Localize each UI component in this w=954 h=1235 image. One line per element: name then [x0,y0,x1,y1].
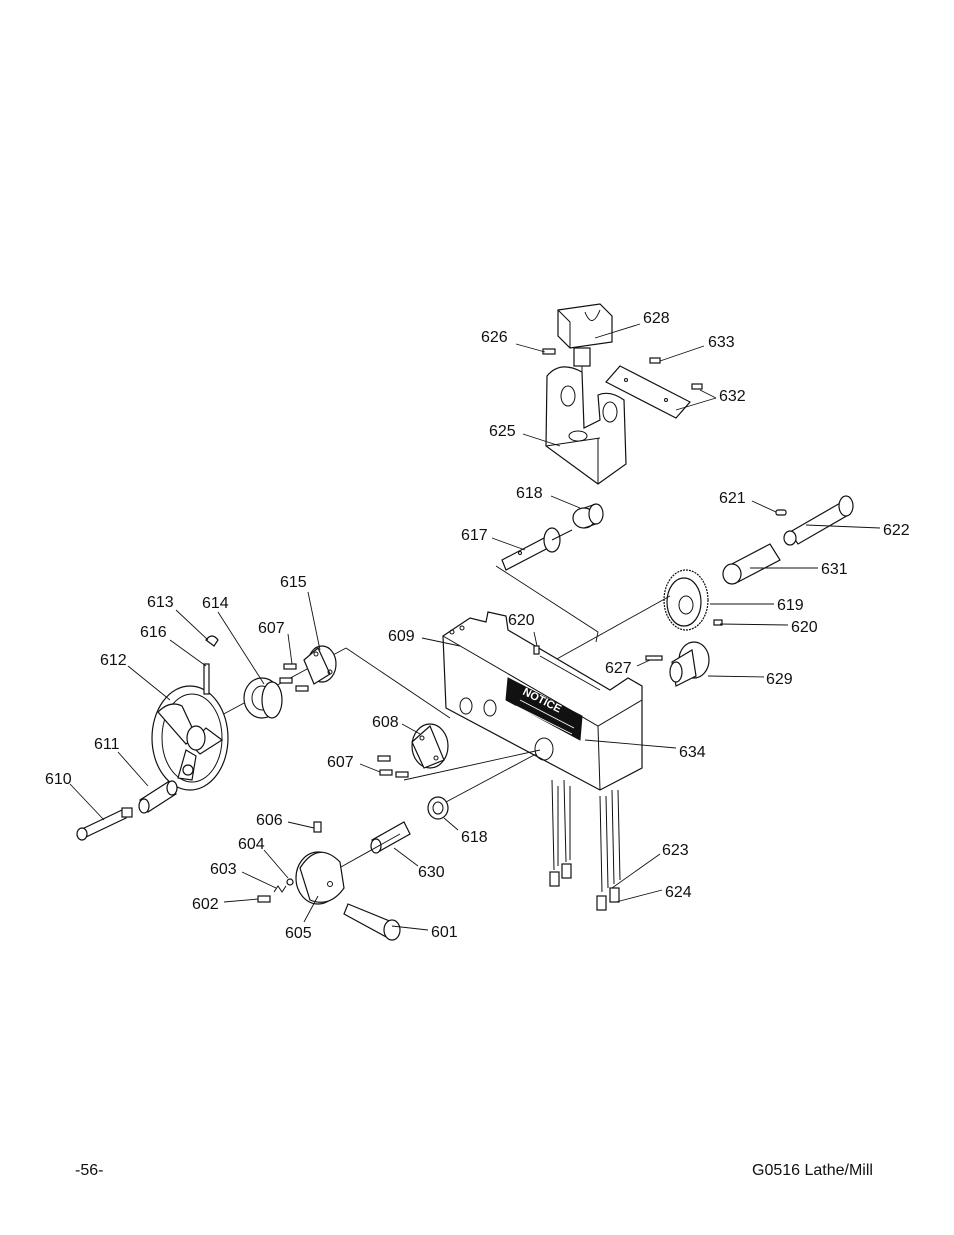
part-618-bushing-top [572,503,604,529]
callout-613: 613 [147,594,174,611]
callout-607-lower: 607 [327,754,354,771]
part-630-shaft [370,821,411,854]
callout-610: 610 [45,771,72,788]
callout-618-lower: 618 [461,829,488,846]
part-619-gear [663,569,709,631]
part-620-setscrew-right [713,619,723,626]
part-607-screws-upper [279,663,309,692]
manual-title: G0516 Lathe/Mill [752,1162,873,1179]
callout-616: 616 [140,624,167,641]
callout-621: 621 [719,490,746,507]
part-623-bolts [549,779,572,887]
callout-632: 632 [719,388,746,405]
part-613-key [205,635,219,647]
part-605-hub [295,851,345,905]
callout-623: 623 [662,842,689,859]
callout-608: 608 [372,714,399,731]
part-612-handwheel [151,685,229,791]
part-610-handle-bolt [76,807,133,841]
callout-628: 628 [643,310,670,327]
part-614-collar [243,677,283,719]
part-602-screw [257,895,271,903]
part-621-key [775,509,787,516]
callout-611: 611 [94,736,120,753]
leader-lines [69,323,881,931]
callout-615: 615 [280,574,307,591]
callout-606: 606 [256,812,283,829]
part-627-key [645,655,663,661]
callout-618-top: 618 [516,485,543,502]
callout-626: 626 [481,329,508,346]
callout-604: 604 [238,836,265,853]
part-629-bushing [669,641,710,687]
callout-603: 603 [210,861,237,878]
part-607-screws-lower [377,755,409,778]
part-601-lever [343,903,401,941]
callout-627: 627 [605,660,632,677]
part-625-bracket [545,366,627,485]
part-624-bolts [596,789,621,911]
part-618-bushing-lower [427,796,449,820]
callout-620-right: 620 [791,619,818,636]
part-617-gear-shaft [501,527,573,571]
callout-602: 602 [192,896,219,913]
callout-labels: 628 626 633 632 625 618 621 622 617 631 … [45,310,910,942]
part-606-setscrew [313,821,322,833]
part-632-plate [605,365,691,419]
callout-620-top: 620 [508,612,535,629]
part-633-screw [649,357,661,364]
callout-624: 624 [665,884,692,901]
part-622-shaft [783,495,854,546]
part-608-flange [411,723,449,769]
callout-625: 625 [489,423,516,440]
callout-609: 609 [388,628,415,645]
callout-631: 631 [821,561,848,578]
part-611-handle [138,780,178,814]
part-603-spring [273,885,287,893]
part-631-sleeve [722,543,781,585]
callout-601: 601 [431,924,458,941]
part-604-ball [286,878,294,886]
callout-629: 629 [766,671,793,688]
callout-619: 619 [777,597,804,614]
part-615-flange [303,645,337,685]
callout-622: 622 [883,522,910,539]
callout-605: 605 [285,925,312,942]
callout-634: 634 [679,744,706,761]
page-number: -56- [75,1162,104,1179]
part-620-setscrew-top [533,645,540,655]
callout-630: 630 [418,864,445,881]
callout-607-upper: 607 [258,620,285,637]
callout-612: 612 [100,652,127,669]
callout-617: 617 [461,527,488,544]
part-616-pin [203,663,210,695]
part-632-screw [691,383,703,390]
callout-614: 614 [202,595,229,612]
callout-633: 633 [708,334,735,351]
